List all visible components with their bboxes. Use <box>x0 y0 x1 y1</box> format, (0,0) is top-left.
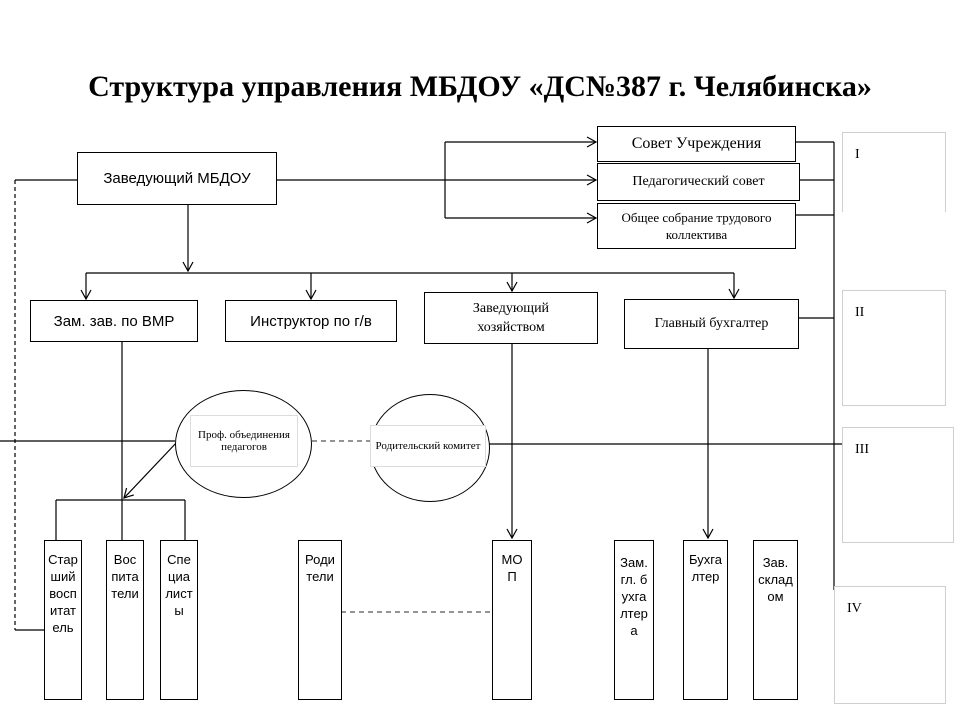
box-accountant-label: Главный бухгалтер <box>654 316 769 331</box>
level-4: IV <box>834 586 946 704</box>
box-ped-council-label: Педагогический совет <box>632 174 765 189</box>
box-storekeeper-label: Зав. складом <box>758 555 793 604</box>
box-mop-label: МОП <box>501 552 523 584</box>
level-1: I <box>842 132 946 212</box>
page-title: Структура управления МБДОУ «ДС№387 г. Че… <box>88 70 872 103</box>
level-4-label: IV <box>847 601 862 616</box>
box-parents: Родители <box>298 540 342 700</box>
level-2-label: II <box>855 305 865 320</box>
box-head: Заведующий МБДОУ <box>77 152 277 205</box>
parents-committee-label-box: Родительский комитет <box>370 425 486 467</box>
box-deputy-vmr: Зам. зав. по ВМР <box>30 300 198 342</box>
box-bookkeeper: Бухгалтер <box>683 540 728 700</box>
box-ped-council: Педагогический совет <box>597 163 800 201</box>
level-3: III <box>842 427 954 543</box>
box-accountant: Главный бухгалтер <box>624 299 799 349</box>
level-1-label: I <box>855 147 860 162</box>
box-parents-label: Родители <box>305 552 335 584</box>
box-deputy-accountant-label: Зам. гл. бухгалтера <box>620 555 648 638</box>
box-housekeeper-label: Заведующий хозяйством <box>472 301 550 335</box>
box-assembly-label: Общее собрание трудового коллектива <box>621 210 772 242</box>
level-2: II <box>842 290 946 406</box>
box-storekeeper: Зав. складом <box>753 540 798 700</box>
box-educators-label: Воспитатели <box>111 552 139 601</box>
box-specialists: Специалисты <box>160 540 198 700</box>
box-instructor: Инструктор по г/в <box>225 300 397 342</box>
prof-union-label: Проф. объединения педагогов <box>198 429 290 453</box>
box-senior-educator: Старший воспитатель <box>44 540 82 700</box>
box-deputy-vmr-label: Зам. зав. по ВМР <box>53 312 175 330</box>
box-senior-educator-label: Старший воспитатель <box>48 552 78 635</box>
box-assembly: Общее собрание трудового коллектива <box>597 203 796 249</box>
box-instructor-label: Инструктор по г/в <box>250 312 372 330</box>
box-council: Совет Учреждения <box>597 126 796 162</box>
box-deputy-accountant: Зам. гл. бухгалтера <box>614 540 654 700</box>
box-council-label: Совет Учреждения <box>631 135 762 152</box>
prof-union-label-box: Проф. объединения педагогов <box>190 415 298 467</box>
level-3-label: III <box>855 442 869 457</box>
box-bookkeeper-label: Бухгалтер <box>689 552 722 584</box>
box-educators: Воспитатели <box>106 540 144 700</box>
box-specialists-label: Специалисты <box>165 552 193 618</box>
box-head-label: Заведующий МБДОУ <box>103 170 251 187</box>
parents-committee-label: Родительский комитет <box>375 440 481 452</box>
box-housekeeper: Заведующий хозяйством <box>424 292 598 344</box>
box-mop: МОП <box>492 540 532 700</box>
